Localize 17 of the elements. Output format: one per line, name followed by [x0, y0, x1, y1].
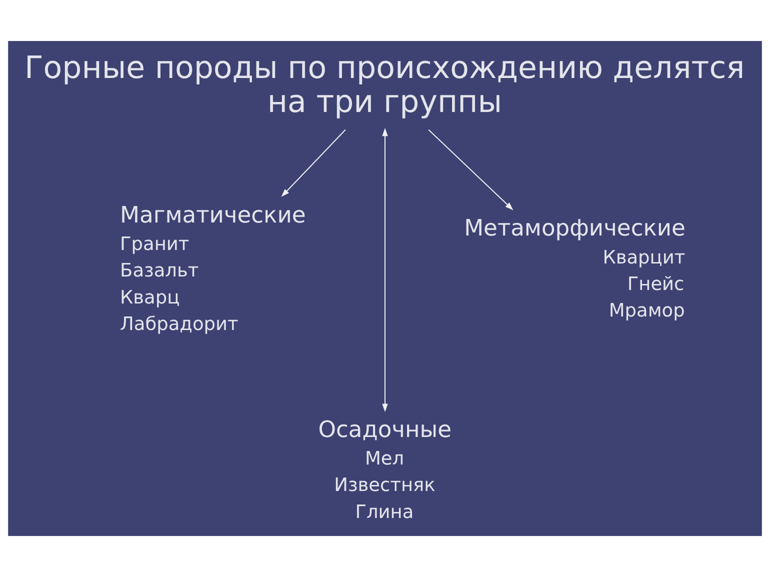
node-text: Магматические — [120, 202, 306, 228]
node-text: Осадочные — [318, 417, 452, 443]
node-label: Известняк — [334, 475, 436, 496]
node-label: Гранит — [120, 234, 190, 255]
node-label: Лабрадорит — [120, 314, 238, 335]
node-label: Базальт — [120, 260, 199, 282]
node-label: Мрамор — [608, 300, 685, 322]
node-label: Кварцит — [602, 247, 686, 268]
node-label: Кварц — [120, 287, 180, 308]
arrow — [382, 128, 388, 412]
node-label: Мел — [364, 448, 404, 470]
arrow — [428, 129, 514, 210]
node-label: Гнейс — [627, 274, 684, 295]
node-text: Метаморфические — [464, 216, 686, 242]
arrow — [281, 129, 346, 197]
node-text: Горные породы по происхождению делятся на три группы — [24, 50, 745, 120]
node-label: Глина — [355, 502, 414, 523]
